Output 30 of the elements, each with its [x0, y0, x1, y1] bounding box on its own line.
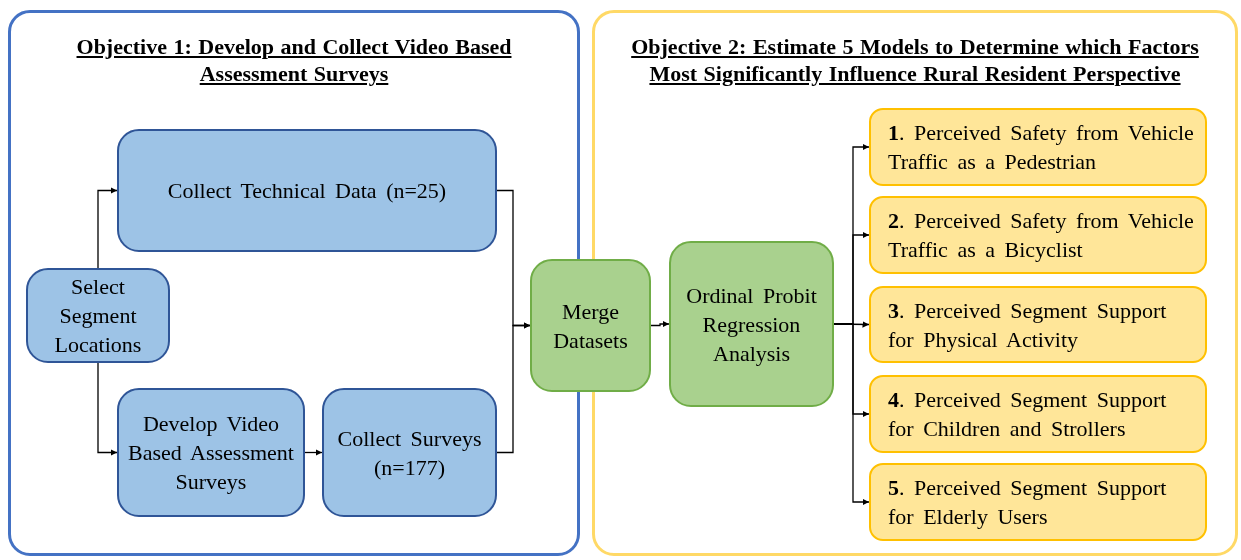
process-box	[26, 268, 170, 363]
process-box	[869, 196, 1207, 274]
process-box	[669, 241, 834, 407]
objective-heading: Objective 2: Estimate 5 Models to Determine which Factors Most Significantly Influence Rural Resident Perspective	[630, 33, 1200, 87]
process-box	[869, 286, 1207, 363]
box-label: 4. Perceived Segment Support for Children and Strollers	[888, 386, 1168, 443]
process-box	[869, 108, 1207, 186]
arrow	[97, 187, 118, 269]
box-label: Merge Datasets	[552, 297, 629, 355]
box-label: Collect Surveys (n=177)	[336, 424, 483, 482]
box-label: Develop Video Based Assessment Surveys	[127, 410, 295, 496]
process-box	[117, 388, 305, 517]
box-label: 1. Perceived Safety from Vehicle Traffic as a Pedestrian	[888, 119, 1195, 176]
box-label: 2. Perceived Safety from Vehicle Traffic as a Bicyclist	[888, 207, 1195, 264]
arrow	[496, 322, 531, 454]
box-label: Ordinal Probit Regression Analysis	[685, 281, 818, 368]
process-box	[530, 259, 651, 392]
box-label: Collect Technical Data (n=25)	[167, 177, 447, 205]
process-box	[869, 375, 1207, 453]
arrow	[304, 449, 323, 456]
box-label: 5. Perceived Segment Support for Elderly Users	[888, 474, 1168, 531]
arrow	[650, 320, 670, 328]
process-box	[869, 463, 1207, 541]
box-label: Select Segment Locations	[53, 273, 143, 359]
box-label: 3. Perceived Segment Support for Physical Activity	[888, 296, 1168, 354]
process-box	[322, 388, 497, 517]
process-box	[117, 129, 497, 252]
arrow	[97, 362, 118, 456]
arrow	[833, 323, 870, 506]
objective-heading: Objective 1: Develop and Collect Video Based Assessment Surveys	[75, 33, 513, 87]
